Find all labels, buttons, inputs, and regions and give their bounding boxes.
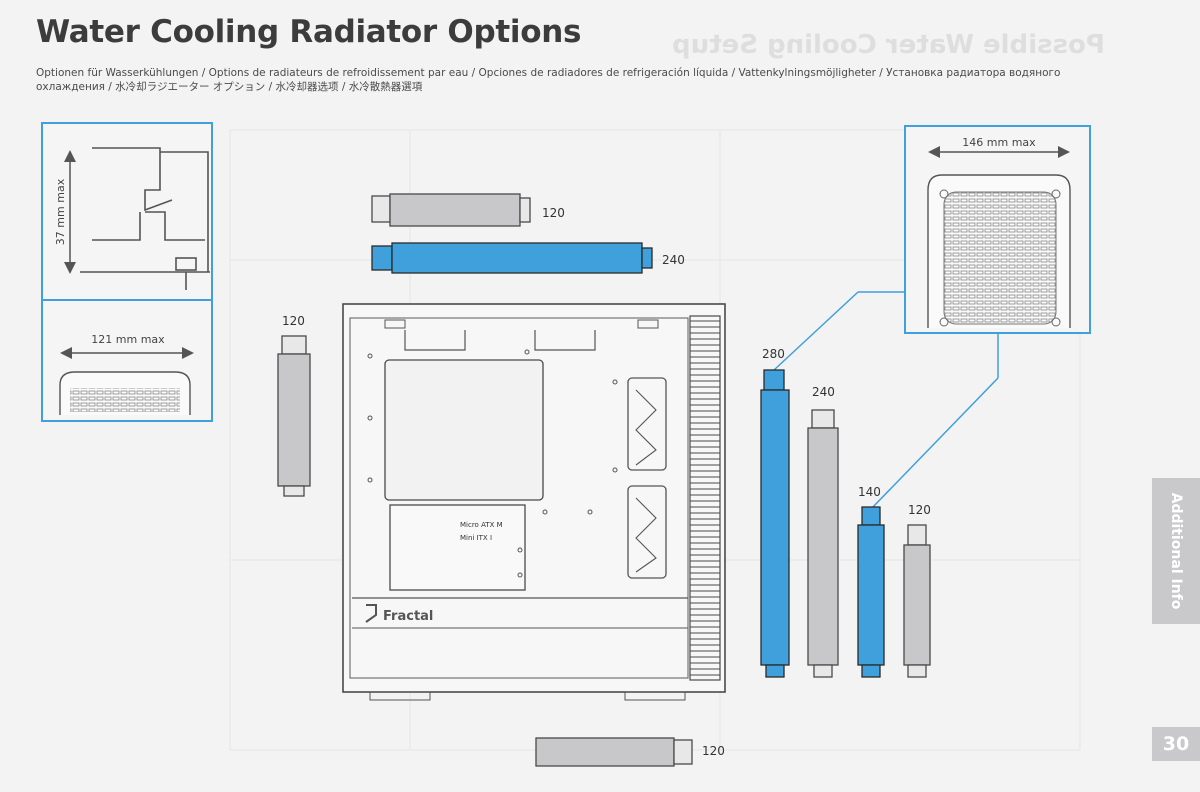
radiator-top-240-label: 240 (662, 253, 685, 267)
radiator-bottom-120: 120 (535, 737, 725, 767)
radiator-front-240-label: 240 (812, 385, 835, 399)
case-brand: Fractal (383, 609, 433, 624)
additional-info-tab: Additional Info (1152, 478, 1200, 624)
radiator-front-120: 120 (903, 503, 931, 678)
radiator-front-280: 280 (760, 347, 790, 678)
mobo-label-itx: Mini ITX I (460, 534, 492, 542)
radiator-rear-120-label: 120 (282, 314, 305, 328)
radiator-front-280-label: 280 (762, 347, 785, 361)
mobo-label-matx: Micro ATX M (460, 521, 503, 529)
radiator-front-140-label: 140 (858, 485, 881, 499)
radiator-top-240: 240 (371, 242, 685, 274)
page-number: 30 (1152, 727, 1200, 761)
radiator-top-120-label: 120 (542, 206, 565, 220)
front-clearance-label: 146 mm max (962, 136, 1036, 149)
radiator-front-140: 140 (857, 485, 885, 678)
radiator-front-240: 240 (807, 385, 839, 678)
front-clearance-inset: 146 mm max (904, 125, 1091, 334)
case-side-view: Micro ATX M Mini ITX I Fractal (342, 303, 726, 701)
bottom-clearance-label: 121 mm max (91, 333, 165, 346)
radiator-front-120-label: 120 (908, 503, 931, 517)
top-clearance-label: 37 mm max (54, 178, 67, 245)
additional-info-label: Additional Info (1168, 492, 1184, 610)
top-clearance-inset: 37 mm max 121 mm max (41, 122, 213, 422)
callout-lines (773, 291, 999, 511)
radiator-top-120: 120 (371, 193, 565, 227)
radiator-bottom-120-label: 120 (702, 744, 725, 758)
page-title: Water Cooling Radiator Options (36, 14, 582, 50)
page-subtitle: Optionen für Wasserkühlungen / Options d… (36, 67, 1061, 93)
radiator-rear-120: 120 (277, 314, 311, 497)
